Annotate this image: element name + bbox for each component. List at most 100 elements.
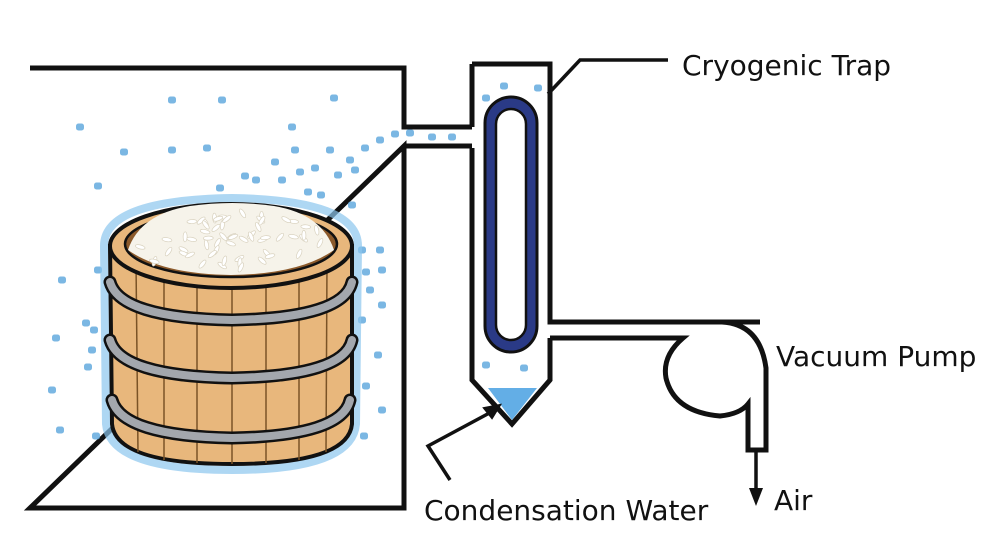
vacuum-pump xyxy=(550,319,769,453)
rice-grain xyxy=(227,233,238,240)
vapor-particle xyxy=(168,96,176,104)
rice-grain xyxy=(202,235,214,241)
rice-grain xyxy=(296,248,303,259)
vapor-particle xyxy=(317,191,325,199)
vapor-particle xyxy=(278,176,286,184)
vapor-particle xyxy=(482,361,490,369)
rice-grain xyxy=(149,258,160,264)
rice-grain xyxy=(238,235,249,243)
vapor-particle xyxy=(534,84,542,92)
vapor-particle xyxy=(84,363,92,371)
cryogenic-trap xyxy=(467,61,760,428)
vapor-particle xyxy=(218,96,226,104)
vapor-particle xyxy=(391,130,399,138)
vapor-particle xyxy=(52,334,60,342)
rice-grain xyxy=(134,244,146,250)
rice-grain xyxy=(275,232,284,242)
rice-grain xyxy=(185,251,195,259)
condensation-arrowhead xyxy=(482,403,503,420)
vapor-particle xyxy=(88,346,96,354)
vapor-particles xyxy=(48,82,542,440)
rice-grains xyxy=(134,208,324,273)
vapor-particle xyxy=(346,156,354,164)
vapor-particle xyxy=(94,266,102,274)
vapor-particle xyxy=(406,129,414,137)
rice-grain xyxy=(161,237,173,243)
vapor-particle xyxy=(362,268,370,276)
rice-grain xyxy=(300,224,312,230)
vapor-particle xyxy=(120,148,128,156)
rice-grain xyxy=(260,235,271,241)
bucket-glow xyxy=(99,193,363,475)
condensation-water-label: Condensation Water xyxy=(424,494,709,527)
vapor-particle xyxy=(360,432,368,440)
leader-lines xyxy=(425,58,763,506)
rice-grain xyxy=(281,216,292,223)
vapor-particle xyxy=(168,146,176,154)
condensation-water-leader xyxy=(425,408,496,481)
vapor-particle xyxy=(376,136,384,144)
air-arrowhead xyxy=(749,488,763,506)
vapor-particle xyxy=(216,184,224,192)
rice-grain xyxy=(314,224,320,236)
vapor-particle xyxy=(304,188,312,196)
rice-grain xyxy=(255,222,262,232)
rice-grain xyxy=(212,215,224,222)
rice-grain xyxy=(186,219,198,224)
vapor-particle xyxy=(374,351,382,359)
rice-grain xyxy=(301,229,307,241)
vapor-particle xyxy=(56,426,64,434)
vapor-particle xyxy=(361,144,369,152)
vapor-particle xyxy=(291,146,299,154)
air-label: Air xyxy=(774,484,813,517)
rice-grain xyxy=(258,215,266,226)
vapor-particle xyxy=(90,326,98,334)
vapor-particle xyxy=(203,144,211,152)
rice-grain xyxy=(222,215,232,223)
vapor-particle xyxy=(241,172,249,180)
rice-grain xyxy=(264,253,276,259)
rice-grain xyxy=(186,236,197,242)
rice-grain xyxy=(257,256,267,265)
vapor-particle xyxy=(76,123,84,131)
rice-grain xyxy=(208,250,217,258)
vapor-particle xyxy=(378,406,386,414)
rice-grain xyxy=(221,255,228,267)
vapor-particle xyxy=(92,432,100,440)
vapor-particle xyxy=(376,246,384,254)
vapor-particle xyxy=(271,158,279,166)
rice-grain xyxy=(219,232,228,241)
vapor-particle xyxy=(378,301,386,309)
vapor-particle xyxy=(330,94,338,102)
vapor-particle xyxy=(500,82,508,90)
vapor-particle xyxy=(351,166,359,174)
vapor-particle xyxy=(94,182,102,190)
bucket-bands xyxy=(103,275,359,445)
vapor-particle xyxy=(334,171,342,179)
vapor-particle xyxy=(311,164,319,172)
rice-grain xyxy=(316,238,324,248)
vapor-particle xyxy=(482,94,490,102)
condensation-water xyxy=(488,388,537,420)
vapor-particle xyxy=(58,276,66,284)
rice-grain xyxy=(225,240,236,247)
rice-grain xyxy=(237,262,244,273)
vapor-particle xyxy=(82,319,90,327)
vapor-particle xyxy=(296,168,304,176)
rice-grain xyxy=(239,208,247,219)
vapor-particle xyxy=(326,146,334,154)
vapor-particle xyxy=(448,133,456,141)
vapor-particle xyxy=(252,176,260,184)
rice-grain xyxy=(198,259,207,269)
cryogenic-trap-label: Cryogenic Trap xyxy=(682,49,891,82)
vapor-particle xyxy=(348,201,356,209)
vacuum-pump-label: Vacuum Pump xyxy=(776,340,976,373)
vapor-particle xyxy=(378,266,386,274)
vapor-particle xyxy=(288,123,296,131)
vapor-particle xyxy=(428,133,436,141)
rice-grain xyxy=(182,231,188,243)
rice-grain xyxy=(214,238,221,248)
rice-grain xyxy=(248,231,255,242)
rice-bucket xyxy=(99,193,363,475)
